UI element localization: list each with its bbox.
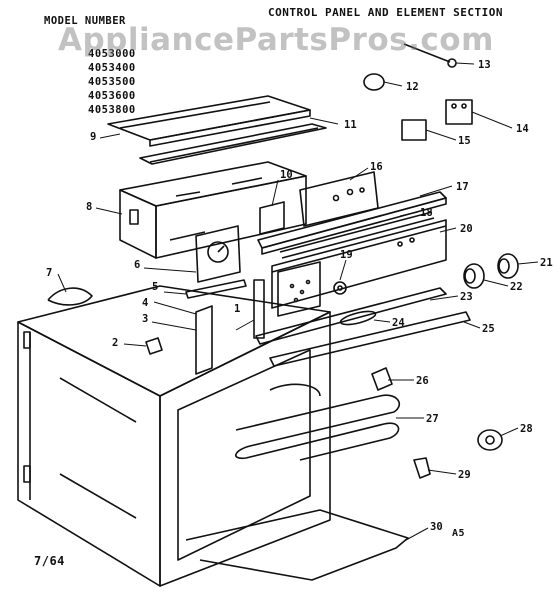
callout-9: 9 <box>90 131 96 143</box>
part-15-block <box>401 119 427 141</box>
part-8-control-housing <box>119 161 307 259</box>
model-number-heading: MODEL NUMBER <box>44 15 126 27</box>
part-12-lamp <box>363 73 385 91</box>
callout-15: 15 <box>458 135 471 147</box>
part-30-broil-element <box>185 509 409 581</box>
model-number: 4053400 <box>88 62 136 74</box>
part-23-bar <box>255 287 447 345</box>
part-19-dial <box>277 261 347 317</box>
callout-28: 28 <box>520 423 533 435</box>
callout-18: 18 <box>420 207 433 219</box>
callout-25: 25 <box>482 323 495 335</box>
callout-11: 11 <box>344 119 357 131</box>
part-27-bake-element <box>235 383 400 461</box>
callout-2: 2 <box>112 337 118 349</box>
callout-5: 5 <box>152 281 158 293</box>
part-1-post <box>253 279 265 339</box>
part-29-clip <box>413 457 431 479</box>
part-5-strip <box>185 279 247 299</box>
part-26-bracket <box>371 367 393 391</box>
part-11-rail <box>139 123 327 165</box>
model-number: 4053000 <box>88 48 136 60</box>
revision-date: 7/64 <box>34 554 65 568</box>
part-25-bar <box>269 311 471 367</box>
callout-3: 3 <box>142 313 148 325</box>
callout-12: 12 <box>406 81 419 93</box>
diagram-title: CONTROL PANEL AND ELEMENT SECTION <box>268 6 504 19</box>
part-24-rod <box>339 310 377 326</box>
callout-8: 8 <box>86 201 92 213</box>
callout-23: 23 <box>460 291 473 303</box>
part-4-bracket <box>195 305 213 375</box>
part-17-trim <box>257 191 447 255</box>
callout-27: 27 <box>426 413 439 425</box>
section-code: A5 <box>452 528 466 539</box>
callout-labels: 1 2 3 4 5 6 7 8 9 10 11 12 13 14 15 16 1… <box>46 59 553 533</box>
part-28-receptacle <box>477 429 503 451</box>
callout-6: 6 <box>134 259 140 271</box>
part-9-top-panel <box>107 95 311 147</box>
part-22-knob <box>463 263 485 289</box>
callout-24: 24 <box>392 317 405 329</box>
callout-21: 21 <box>540 257 553 269</box>
part-18-strip <box>279 211 435 259</box>
part-7-wire <box>47 287 93 306</box>
callout-17: 17 <box>456 181 469 193</box>
callout-14: 14 <box>516 123 529 135</box>
callout-1: 1 <box>234 303 240 315</box>
watermark-text: AppliancePartsPros.com <box>58 22 494 58</box>
callout-30: 30 <box>430 521 443 533</box>
callout-7: 7 <box>46 267 52 279</box>
callout-13: 13 <box>478 59 491 71</box>
part-21-knob <box>497 253 519 279</box>
model-number: 4053800 <box>88 104 136 116</box>
callout-19: 19 <box>340 249 353 261</box>
callout-20: 20 <box>460 223 473 235</box>
callout-22: 22 <box>510 281 523 293</box>
part-14-switch <box>445 99 473 125</box>
callout-26: 26 <box>416 375 429 387</box>
part-10-bracket <box>259 201 285 235</box>
callout-4: 4 <box>142 297 148 309</box>
part-6-clock <box>195 225 241 283</box>
range-body <box>17 285 331 587</box>
model-number: 4053600 <box>88 90 136 102</box>
part-2-clip <box>145 337 163 355</box>
callout-10: 10 <box>280 169 293 181</box>
model-number: 4053500 <box>88 76 136 88</box>
callout-16: 16 <box>370 161 383 173</box>
callout-29: 29 <box>458 469 471 481</box>
part-20-control-panel <box>271 219 447 309</box>
